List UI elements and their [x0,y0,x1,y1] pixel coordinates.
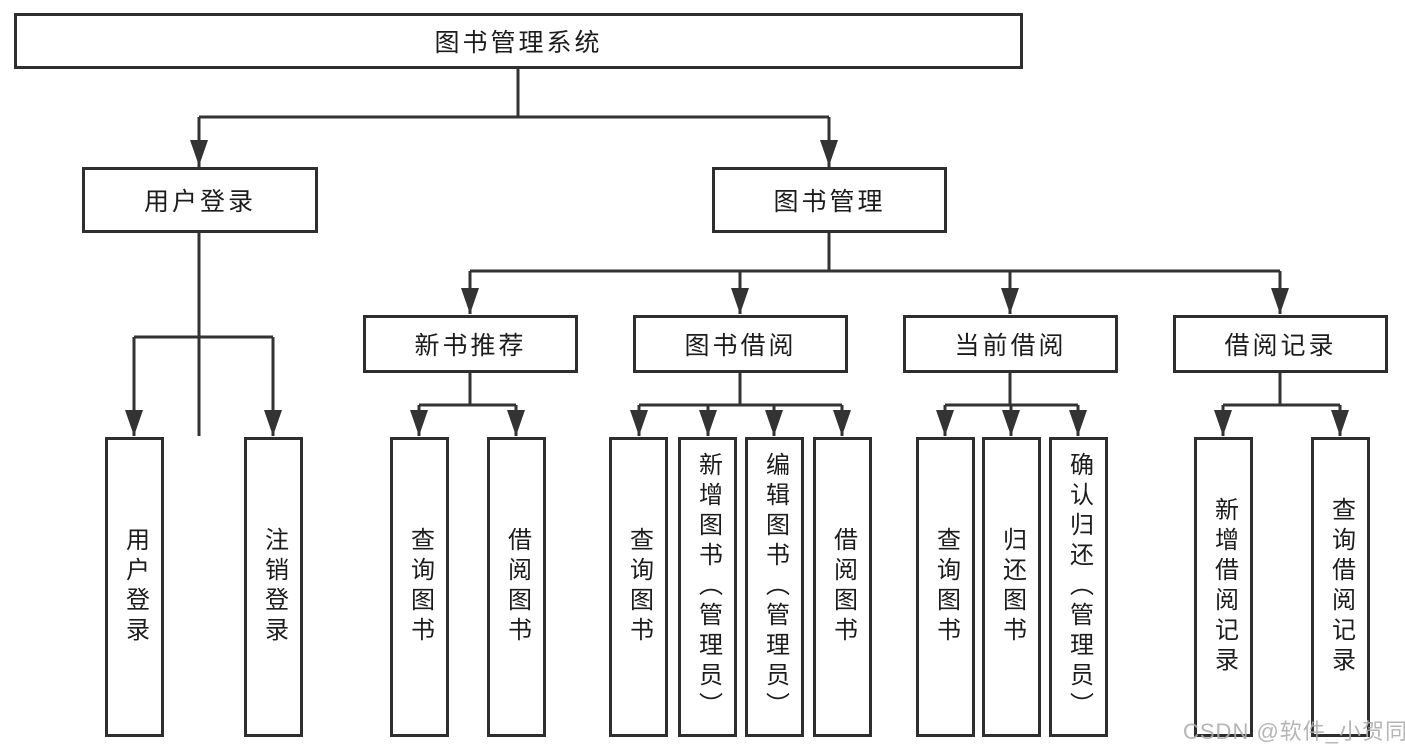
leaf-add-books-admin: 新增图书（管理员） [678,437,737,737]
arrowheads [125,140,1349,436]
branch-user-login-label: 用户登录 [143,188,256,216]
root-label: 图书管理系统 [434,29,603,57]
root-box-system: 图书管理系统 [14,13,1023,69]
leaf-query-books-1: 查询图书 [390,437,449,737]
connector-new-book [417,373,518,436]
branch-user-login-box: 用户登录 [82,167,318,233]
leaf-add-borrow-record: 新增借阅记录 [1194,437,1253,737]
group-borrow-record-label: 借阅记录 [1224,332,1337,360]
connector-user-login [132,233,275,436]
leaf-borrow-books-1: 借阅图书 [487,437,546,737]
leaf-query-books-3: 查询图书 [916,437,975,737]
connector-root [197,69,831,436]
leaf-borrow-books-2: 借阅图书 [813,437,872,737]
connector-borrow-record [1221,373,1342,436]
csdn-watermark: CSDN @软件_小贺同学 [1183,719,1405,744]
leaf-logout: 注销登录 [244,437,303,737]
leaf-query-borrow-record: 查询借阅记录 [1311,437,1370,737]
connector-book-borrow [637,373,844,436]
leaf-query-books-2: 查询图书 [609,437,668,737]
branch-book-mgmt-box: 图书管理 [712,167,947,233]
leaf-return-books: 归还图书 [982,437,1041,737]
group-new-book-label: 新书推荐 [414,332,527,360]
group-current-borrow-box: 当前借阅 [903,315,1118,373]
group-book-borrow-box: 图书借阅 [633,315,848,373]
branch-book-mgmt-label: 图书管理 [773,188,886,216]
connector-book-mgmt [468,233,1282,314]
group-current-borrow-label: 当前借阅 [954,332,1067,360]
leaf-confirm-return-admin: 确认归还（管理员） [1049,437,1108,737]
group-new-book-box: 新书推荐 [363,315,578,373]
leaf-user-login: 用户登录 [105,437,164,737]
group-borrow-record-box: 借阅记录 [1173,315,1388,373]
group-book-borrow-label: 图书借阅 [684,332,797,360]
leaf-edit-books-admin: 编辑图书（管理员） [745,437,804,737]
